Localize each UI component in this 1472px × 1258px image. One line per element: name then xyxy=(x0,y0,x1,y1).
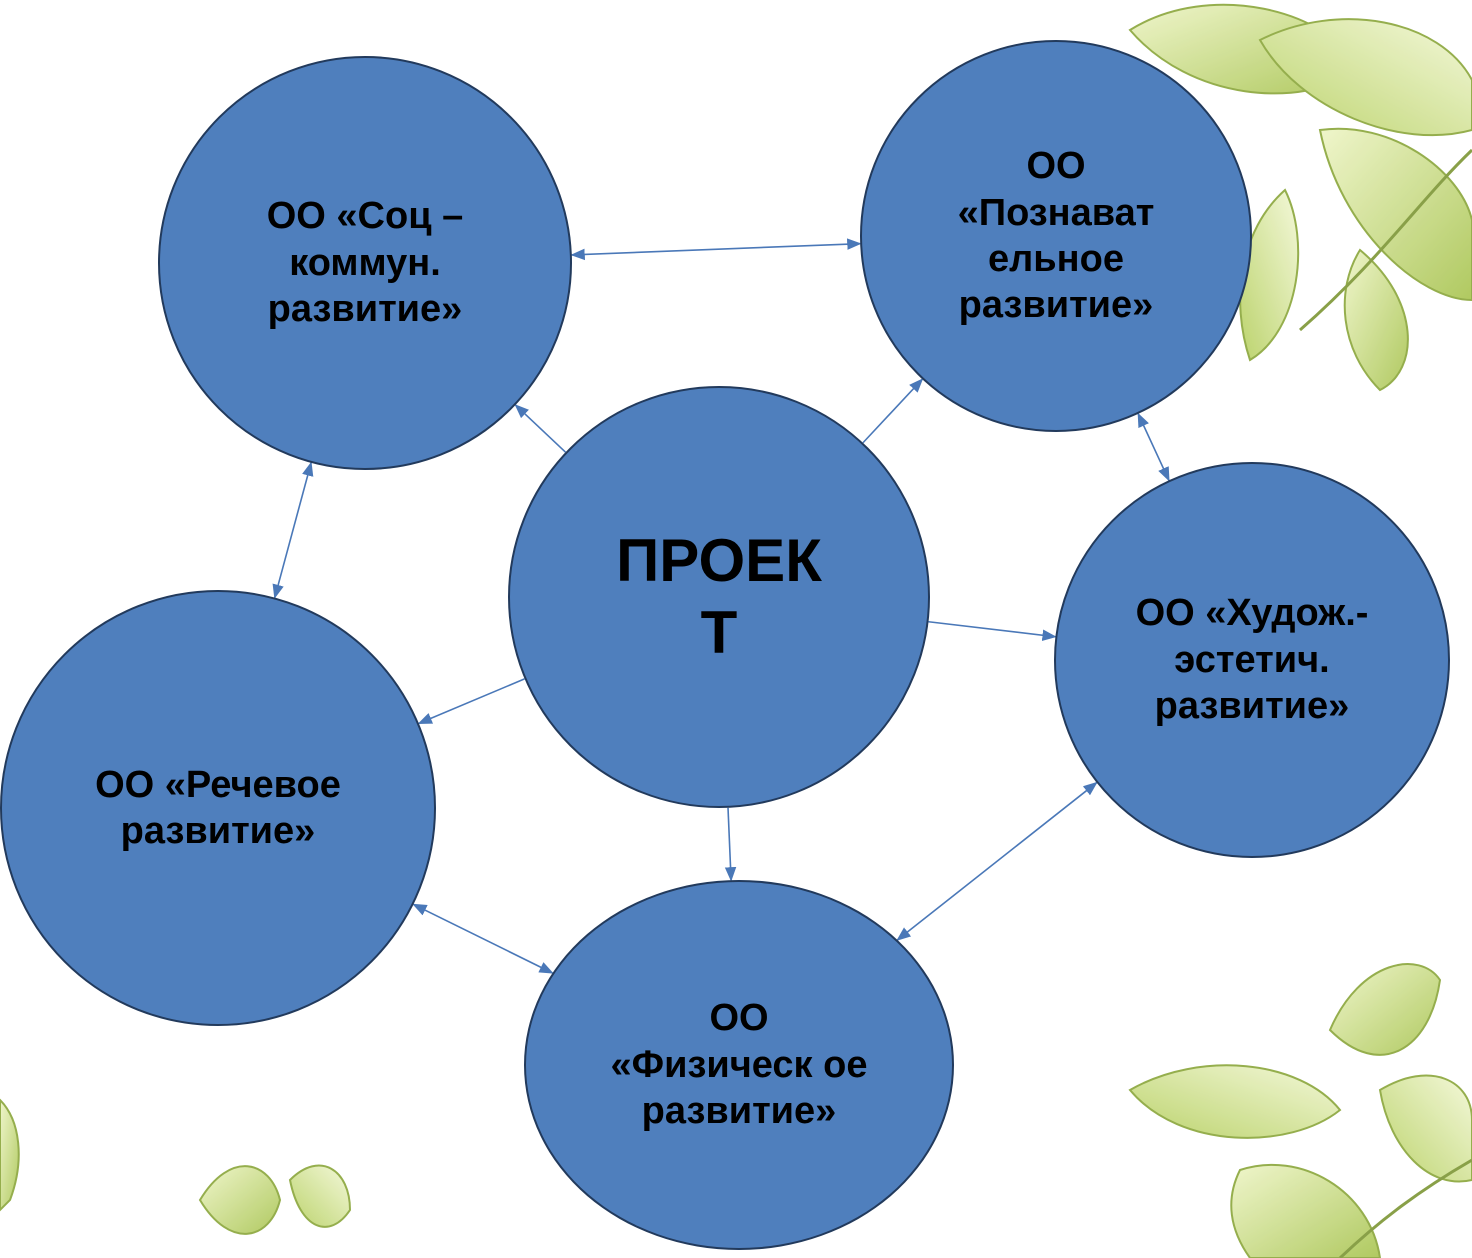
node-physical-label: ОО «Физическ ое развитие» xyxy=(610,997,868,1133)
connector-art-physical xyxy=(896,781,1098,941)
node-art-label: ОО «Худож.- эстетич. развитие» xyxy=(1135,592,1369,728)
node-speech: ОО «Речевое развитие» xyxy=(0,590,436,1026)
center-node-label: ПРОЕК Т xyxy=(616,527,822,666)
center-node-project: ПРОЕК Т xyxy=(508,386,930,808)
node-social-communicative: ОО «Соц – коммун. развитие» xyxy=(158,56,572,470)
connector-center-art xyxy=(928,620,1057,641)
node-physical: ОО «Физическ ое развитие» xyxy=(524,880,954,1250)
connector-cognitive-art xyxy=(1137,412,1170,482)
node-cognitive-label: ОО «Познават ельное развитие» xyxy=(957,145,1155,327)
connector-speech-social xyxy=(272,461,314,599)
connector-center-social xyxy=(514,404,567,453)
connector-center-physical xyxy=(724,807,737,882)
connector-social-cognitive xyxy=(570,238,862,261)
node-social-label: ОО «Соц – коммун. развитие» xyxy=(266,195,464,331)
node-speech-label: ОО «Речевое развитие» xyxy=(95,763,341,852)
connector-physical-speech xyxy=(412,903,554,974)
connector-center-speech xyxy=(417,678,525,725)
node-cognitive: ОО «Познават ельное развитие» xyxy=(860,40,1252,432)
node-artistic-aesthetic: ОО «Худож.- эстетич. развитие» xyxy=(1054,462,1450,858)
connector-center-cognitive xyxy=(862,378,924,444)
